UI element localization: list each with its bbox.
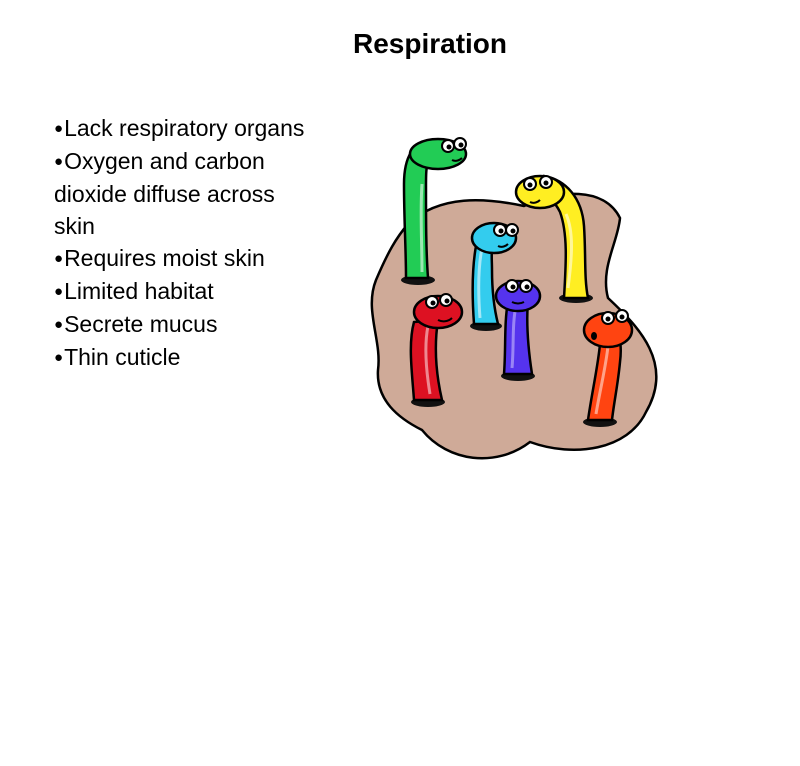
list-item-text: Lack respiratory organs xyxy=(64,115,305,141)
bullet-icon: ● xyxy=(54,120,64,137)
bullet-icon: ● xyxy=(54,349,64,366)
list-item: ●Thin cuticle xyxy=(54,341,316,374)
yellow-worm xyxy=(514,174,590,300)
list-item: ●Requires moist skin xyxy=(54,242,316,275)
bullet-list: ●Lack respiratory organs ●Oxygen and car… xyxy=(54,112,316,374)
green-worm xyxy=(402,137,468,280)
list-item: ●Secrete mucus xyxy=(54,308,316,341)
bullet-icon: ● xyxy=(54,316,64,333)
worms-in-mud-icon xyxy=(370,137,658,460)
list-item-text: Thin cuticle xyxy=(64,344,181,370)
list-item: ●Oxygen and carbon dioxide diffuse acros… xyxy=(54,145,316,242)
blue-worm xyxy=(494,279,542,376)
list-item: ●Lack respiratory organs xyxy=(54,112,316,145)
orange-worm xyxy=(582,309,634,422)
list-item-text: Secrete mucus xyxy=(64,311,218,337)
red-worm xyxy=(409,293,464,402)
cyan-worm xyxy=(470,221,519,326)
list-item-text: Oxygen and carbon dioxide diffuse across… xyxy=(54,148,275,239)
slide-title: Respiration xyxy=(352,28,508,59)
list-item-text: Requires moist skin xyxy=(64,245,265,271)
bullet-icon: ● xyxy=(54,250,64,267)
bullet-icon: ● xyxy=(54,283,64,300)
list-item: ●Limited habitat xyxy=(54,275,316,308)
bullet-icon: ● xyxy=(54,153,64,170)
list-item-text: Limited habitat xyxy=(64,278,214,304)
